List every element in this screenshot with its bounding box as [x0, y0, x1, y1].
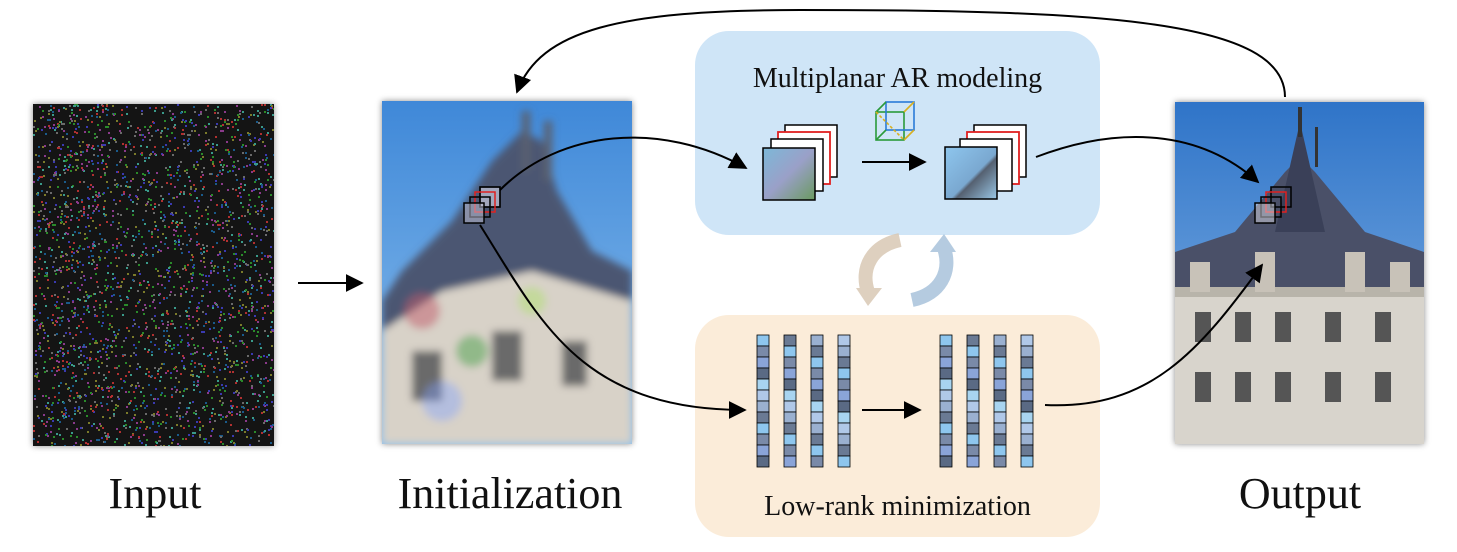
clean-castle-illustration	[1175, 102, 1424, 444]
blurred-castle-illustration	[382, 101, 632, 444]
ar-modeling-box: Multiplanar AR modeling	[695, 31, 1100, 235]
ar-modeling-title: Multiplanar AR modeling	[752, 63, 1043, 94]
patch-stack-output	[1254, 186, 1292, 224]
low-rank-title: Low-rank minimization	[764, 491, 1031, 522]
initialization-image	[382, 101, 632, 444]
patch-stack-initialization	[463, 186, 501, 224]
initialization-label: Initialization	[397, 469, 623, 518]
output-label: Output	[1238, 469, 1362, 518]
input-label: Input	[108, 469, 202, 518]
noise-texture	[33, 104, 274, 446]
refresh-cycle-icon	[856, 233, 956, 307]
output-image	[1175, 102, 1424, 444]
low-rank-box: Low-rank minimization	[695, 315, 1100, 537]
input-image	[33, 104, 274, 446]
